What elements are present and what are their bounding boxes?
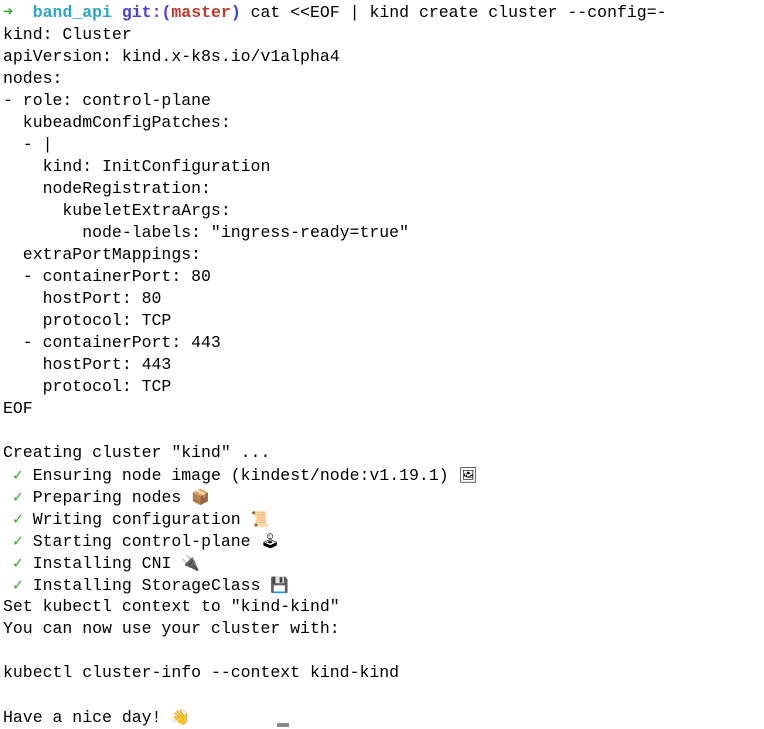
joystick-icon: 🕹 xyxy=(260,532,280,550)
plug-icon: 🔌 xyxy=(181,554,200,572)
farewell-line: Have a nice day! 👋 xyxy=(3,706,667,728)
blank-line xyxy=(3,684,667,706)
heredoc-line: node-labels: "ingress-ready=true" xyxy=(3,223,409,242)
step-list: ✓ Ensuring node image (kindest/node:v1.1… xyxy=(3,464,667,596)
heredoc-line: kind: Cluster xyxy=(3,25,132,44)
heredoc-line: hostPort: 80 xyxy=(3,289,162,308)
scroll-icon: 📜 xyxy=(250,510,270,528)
package-icon: 📦 xyxy=(191,488,210,506)
heredoc-block: kind: Cluster apiVersion: kind.x-k8s.io/v… xyxy=(3,24,667,420)
blank-line xyxy=(3,640,667,662)
step-line: ✓ Ensuring node image (kindest/node:v1.1… xyxy=(3,464,667,486)
heredoc-line: - role: control-plane xyxy=(3,91,211,110)
prompt-directory: band_api xyxy=(32,3,112,22)
terminal-output[interactable]: ➜ band_api git:(master) cat <<EOF | kind… xyxy=(3,2,667,728)
heredoc-line: apiVersion: kind.x-k8s.io/v1alpha4 xyxy=(3,47,340,66)
heredoc-line: extraPortMappings: xyxy=(3,245,202,264)
context-line: Set kubectl context to "kind-kind" xyxy=(3,597,340,616)
step-line: ✓ Starting control-plane 🕹 xyxy=(3,530,667,552)
heredoc-line: kind: InitConfiguration xyxy=(3,157,271,176)
heredoc-line: protocol: TCP xyxy=(3,311,172,330)
check-icon: ✓ xyxy=(12,510,23,529)
check-icon: ✓ xyxy=(12,576,23,595)
check-icon: ✓ xyxy=(12,488,23,507)
command-text: cat <<EOF | kind create cluster --config… xyxy=(250,3,667,22)
heredoc-line: - | xyxy=(3,135,53,154)
check-icon: ✓ xyxy=(12,466,23,485)
heredoc-line: - containerPort: 443 xyxy=(3,333,221,352)
step-line: ✓ Installing StorageClass 💾 xyxy=(3,574,667,596)
git-prefix: git:( xyxy=(121,3,172,22)
check-icon: ✓ xyxy=(12,532,23,551)
git-branch: master xyxy=(171,3,231,22)
step-label: Installing CNI xyxy=(32,554,172,573)
prompt-arrow-icon: ➜ xyxy=(3,3,13,22)
step-line: ✓ Writing configuration 📜 xyxy=(3,508,667,530)
step-label: Installing StorageClass xyxy=(32,576,261,595)
blank-line xyxy=(3,420,667,442)
creating-line: Creating cluster "kind" ... xyxy=(3,443,271,462)
farewell-text: Have a nice day! xyxy=(3,708,162,727)
step-label: Preparing nodes xyxy=(32,488,182,507)
heredoc-line: kubeadmConfigPatches: xyxy=(3,113,231,132)
terminal-cursor xyxy=(277,723,289,727)
step-label: Starting control-plane xyxy=(32,532,251,551)
heredoc-line: nodes: xyxy=(3,69,63,88)
floppy-disk-icon: 💾 xyxy=(270,576,290,594)
check-icon: ✓ xyxy=(12,554,23,573)
prompt-line: ➜ band_api git:(master) cat <<EOF | kind… xyxy=(3,2,667,24)
usage-command-line: kubectl cluster-info --context kind-kind xyxy=(3,663,400,682)
heredoc-line: - containerPort: 80 xyxy=(3,267,211,286)
heredoc-line: hostPort: 443 xyxy=(3,355,172,374)
git-suffix: ) xyxy=(230,3,241,22)
step-label: Writing configuration xyxy=(32,510,241,529)
framed-picture-icon: 🖼 xyxy=(458,466,478,484)
waving-hand-icon: 👋 xyxy=(171,708,191,726)
heredoc-line: kubeletExtraArgs: xyxy=(3,201,231,220)
usage-hint-line: You can now use your cluster with: xyxy=(3,619,340,638)
heredoc-line: EOF xyxy=(3,399,33,418)
step-line: ✓ Preparing nodes 📦 xyxy=(3,486,667,508)
heredoc-line: protocol: TCP xyxy=(3,377,172,396)
step-line: ✓ Installing CNI 🔌 xyxy=(3,552,667,574)
step-label: Ensuring node image (kindest/node:v1.19.… xyxy=(32,466,449,485)
heredoc-line: nodeRegistration: xyxy=(3,179,211,198)
